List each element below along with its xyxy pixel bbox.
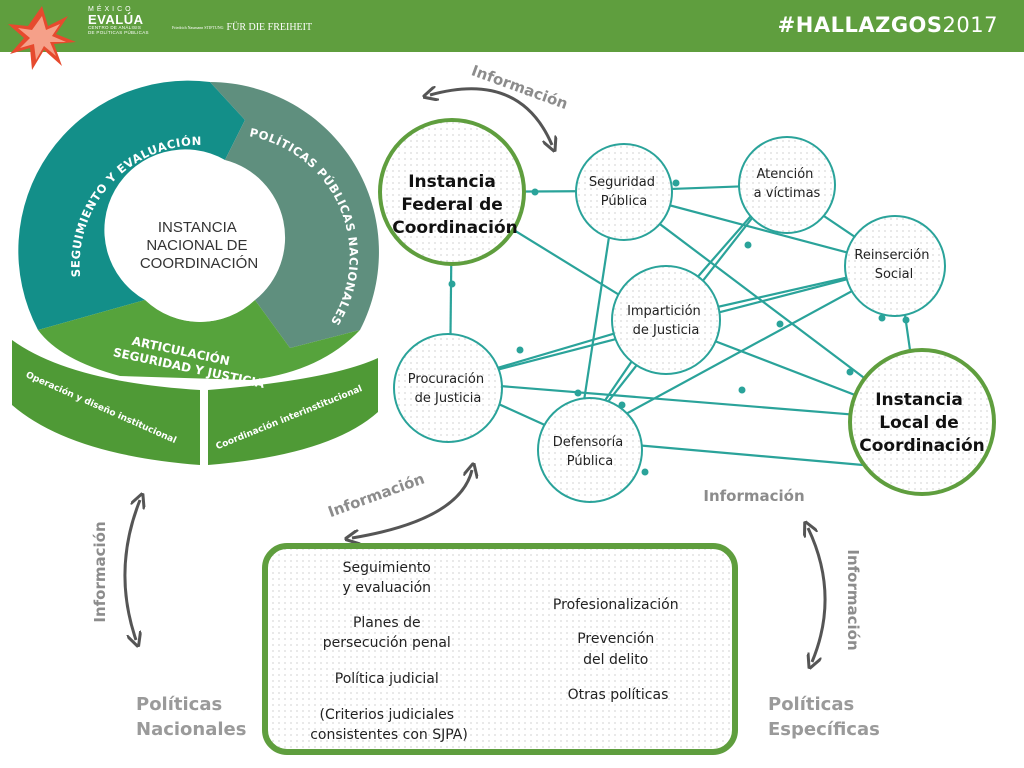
- wheel-center-line3: COORDINACIÓN: [140, 255, 258, 272]
- node-local-line1: Instancia: [875, 390, 963, 410]
- node-procuracion-line1: Procuración: [408, 372, 484, 387]
- partner-small-text: Friedrich Naumann STIFTUNG: [172, 24, 224, 30]
- node-procuracion-line2: de Justicia: [415, 391, 482, 406]
- wheel-center: [124, 170, 276, 322]
- node-federal-line2: Federal de: [401, 195, 502, 215]
- node-procuracion: Procuración de Justicia: [393, 333, 503, 443]
- info-arrow-middle: Información: [326, 470, 472, 538]
- wheel-segment-seguimiento: [18, 80, 245, 331]
- wheel-band-operacion: [12, 340, 200, 465]
- info-arrow-left: Información: [91, 500, 140, 640]
- evalua-logo-text: MÉXICO EVALÚA CENTRO DE ANÁLISIS DE POLÍ…: [88, 6, 149, 35]
- node-atencion-line2: a víctimas: [754, 186, 821, 201]
- info-label-right: Información: [844, 549, 862, 650]
- svg-text:Reinserción Social: Reinserción Social: [854, 248, 933, 282]
- wheel-center-line2: NACIONAL DE: [146, 237, 247, 254]
- svg-text:Seguridad Pública: Seguridad Pública: [589, 175, 659, 209]
- hashtag-year: 2017: [942, 13, 998, 37]
- hashtag-text: #HALLAZGOS: [777, 13, 943, 37]
- policy-right-1: Profesionalización: [553, 597, 679, 613]
- footer-nacionales-line1: Políticas: [136, 694, 222, 715]
- svg-text:Instancia Local de: Instancia Local de Coordinación: [859, 390, 984, 456]
- svg-text:Impartición de Justicia: Impartición de Justicia: [627, 304, 705, 338]
- node-seguridad-line2: Pública: [601, 194, 647, 209]
- node-seguridad: Seguridad Pública: [575, 143, 673, 241]
- wheel-segment-articulacion: [38, 300, 360, 380]
- node-federal: Instancia Federal de Coordinación: [378, 118, 526, 266]
- svg-text:Defensoría Pública: Defensoría Pública: [553, 435, 628, 469]
- policy-left-4: persecución penal: [323, 635, 451, 651]
- info-label-middle: Información: [326, 470, 427, 522]
- logo-sub1: CENTRO DE ANÁLISIS: [88, 25, 142, 30]
- node-defensoria: Defensoría Pública: [537, 397, 643, 503]
- svg-text:Seguimiento y evaluación: Seguimiento y evaluación Planes de perse…: [310, 560, 468, 743]
- node-defensoria-line2: Pública: [567, 454, 613, 469]
- footer-nacionales-line2: Nacionales: [136, 719, 246, 740]
- national-coordination-wheel: INSTANCIA NACIONAL DE COORDINACIÓN SEGUI…: [12, 80, 379, 465]
- node-reinsercion-line1: Reinserción: [854, 248, 929, 263]
- policy-left-3: Planes de: [353, 615, 421, 631]
- svg-text:INSTANCIA NACIONAL DE: INSTANCIA NACIONAL DE COORDINACIÓN: [140, 219, 258, 272]
- svg-text:Profesionalización Preve: Profesionalización Prevención del delito…: [553, 597, 683, 703]
- logo-name: EVALÚA: [88, 12, 144, 27]
- info-label-left: Información: [91, 521, 109, 622]
- svg-text:Atención a víctimas: Atención a víctimas: [754, 167, 821, 201]
- node-local: Instancia Local de Coordinación: [848, 348, 996, 496]
- node-imparticion-line1: Impartición: [627, 304, 701, 319]
- node-federal-line1: Instancia: [408, 172, 496, 192]
- info-label-top: Información: [469, 62, 570, 114]
- policy-right-2: Prevención: [577, 631, 654, 647]
- footer-especificas-line1: Políticas: [768, 694, 854, 715]
- info-label-local: Información: [703, 487, 804, 505]
- policy-right-3: del delito: [583, 652, 648, 668]
- info-arrow-right: Información: [808, 528, 862, 662]
- wheel-center-line1: INSTANCIA: [158, 219, 237, 236]
- node-reinsercion: Reinserción Social: [844, 215, 946, 317]
- node-defensoria-line1: Defensoría: [553, 435, 623, 450]
- node-imparticion: Impartición de Justicia: [611, 265, 721, 375]
- node-reinsercion-line2: Social: [875, 267, 914, 282]
- logo-top: MÉXICO: [88, 6, 134, 13]
- node-atencion-line1: Atención: [756, 167, 813, 182]
- footer-especificas-line2: Específicas: [768, 719, 880, 740]
- svg-text:Procuración de Justicia: Procuración de Justicia: [408, 372, 488, 406]
- node-seguridad-line1: Seguridad: [589, 175, 655, 190]
- header-bar: MÉXICO EVALÚA CENTRO DE ANÁLISIS DE POLÍ…: [0, 0, 1024, 70]
- policy-left-6: (Criterios judiciales: [320, 707, 454, 723]
- evalua-star-logo-icon: [8, 6, 76, 70]
- coordination-diagram: INSTANCIA NACIONAL DE COORDINACIÓN SEGUI…: [12, 62, 996, 755]
- policy-left-7: consistentes con SJPA): [310, 727, 468, 743]
- policies-box: Seguimiento y evaluación Planes de perse…: [262, 543, 738, 755]
- policy-left-5: Política judicial: [335, 671, 439, 687]
- node-atencion: Atención a víctimas: [738, 136, 836, 234]
- policy-right-4: Otras políticas: [568, 687, 669, 703]
- partner-name: FÜR DIE FREIHEIT: [226, 22, 313, 33]
- wheel-segment-politicas: [210, 82, 379, 348]
- hashtag-title: #HALLAZGOS2017: [778, 13, 998, 37]
- svg-text:Políticas Específicas: Políticas Específicas: [768, 694, 880, 740]
- logo-sub2: DE POLÍTICAS PÚBLICAS: [88, 29, 149, 35]
- wheel-band-coordinacion: [208, 358, 378, 465]
- policy-left-2: y evaluación: [342, 580, 431, 596]
- svg-text:Instancia Federal de: Instancia Federal de Coordinación: [392, 172, 517, 238]
- node-local-line3: Coordinación: [859, 436, 984, 456]
- policy-left-1: Seguimiento: [343, 560, 431, 576]
- node-imparticion-line2: de Justicia: [633, 323, 700, 338]
- node-local-line2: Local de: [879, 413, 959, 433]
- node-federal-line3: Coordinación: [392, 218, 517, 238]
- svg-text:Políticas Nacionales: Políticas Nacionales: [136, 694, 246, 740]
